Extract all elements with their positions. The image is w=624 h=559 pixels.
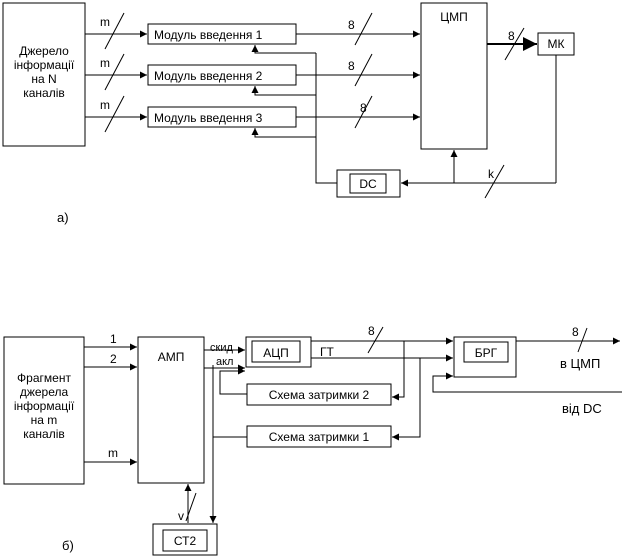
source-b-line-4: на m (31, 413, 58, 427)
cpu-label-a: ЦМП (440, 10, 468, 24)
diagram-b: Фрагмент джерела інформації на m каналів… (3, 324, 622, 556)
input-2: 2 (110, 352, 117, 366)
amp-box (137, 336, 205, 484)
module-1-label: Модуль введення 1 (154, 28, 263, 42)
signal-gt: ГТ (320, 345, 334, 359)
delay-2-label: Схема затримки 2 (269, 388, 370, 402)
bus-8-a2: 8 (348, 59, 355, 73)
dc-box-inner (349, 173, 387, 194)
st2-box-inner (162, 529, 208, 552)
to-cpu-label: в ЦМП (560, 356, 600, 371)
amp-label: АМП (158, 350, 185, 364)
delay-1-label: Схема затримки 1 (269, 430, 370, 444)
caption-a: а) (57, 210, 69, 225)
diagram-a: Джерело інформації на N каналів Модуль в… (2, 2, 575, 225)
adc-label: АЦП (263, 346, 289, 360)
bus-m-1: m (100, 15, 110, 29)
module-2-label: Модуль введення 2 (154, 69, 263, 83)
signal-skid: скид (210, 342, 233, 354)
st2-label: СТ2 (174, 534, 197, 548)
source-b-line-3: інформації (14, 399, 75, 413)
from-dc-label: від DC (562, 401, 602, 416)
dc-label: DC (359, 177, 377, 191)
mk-label: МК (548, 37, 565, 51)
caption-b: б) (62, 538, 74, 553)
bus-m-2: m (100, 56, 110, 70)
source-box-a (2, 2, 86, 147)
bus-8-a3: 8 (360, 101, 367, 115)
brg-label: БРГ (475, 346, 498, 360)
source-a-line-4: каналів (23, 86, 65, 100)
module-3-label: Модуль введення 3 (154, 111, 263, 125)
bus-8-mk: 8 (508, 29, 515, 43)
source-a-line-3: на N (31, 72, 56, 86)
source-b-line-1: Фрагмент (17, 371, 71, 385)
source-b-line-2: джерела (20, 385, 69, 399)
input-m: m (108, 446, 118, 460)
cpu-box-a (420, 2, 488, 150)
bus-k: k (488, 167, 495, 181)
bus-8-b1: 8 (368, 324, 375, 338)
source-a-line-2: інформації (14, 58, 75, 72)
source-box-b (3, 336, 85, 485)
brg-box-inner (463, 341, 509, 363)
bus-m-3: m (100, 98, 110, 112)
bus-8-a1: 8 (348, 18, 355, 32)
bus-v: v (178, 509, 184, 523)
adc-box-inner (251, 340, 301, 363)
source-b-line-5: каналів (23, 427, 65, 441)
signal-akl: акл (216, 356, 233, 368)
bus-8-b2: 8 (572, 325, 579, 339)
input-1: 1 (110, 332, 117, 346)
source-a-line-1: Джерело (19, 44, 69, 58)
